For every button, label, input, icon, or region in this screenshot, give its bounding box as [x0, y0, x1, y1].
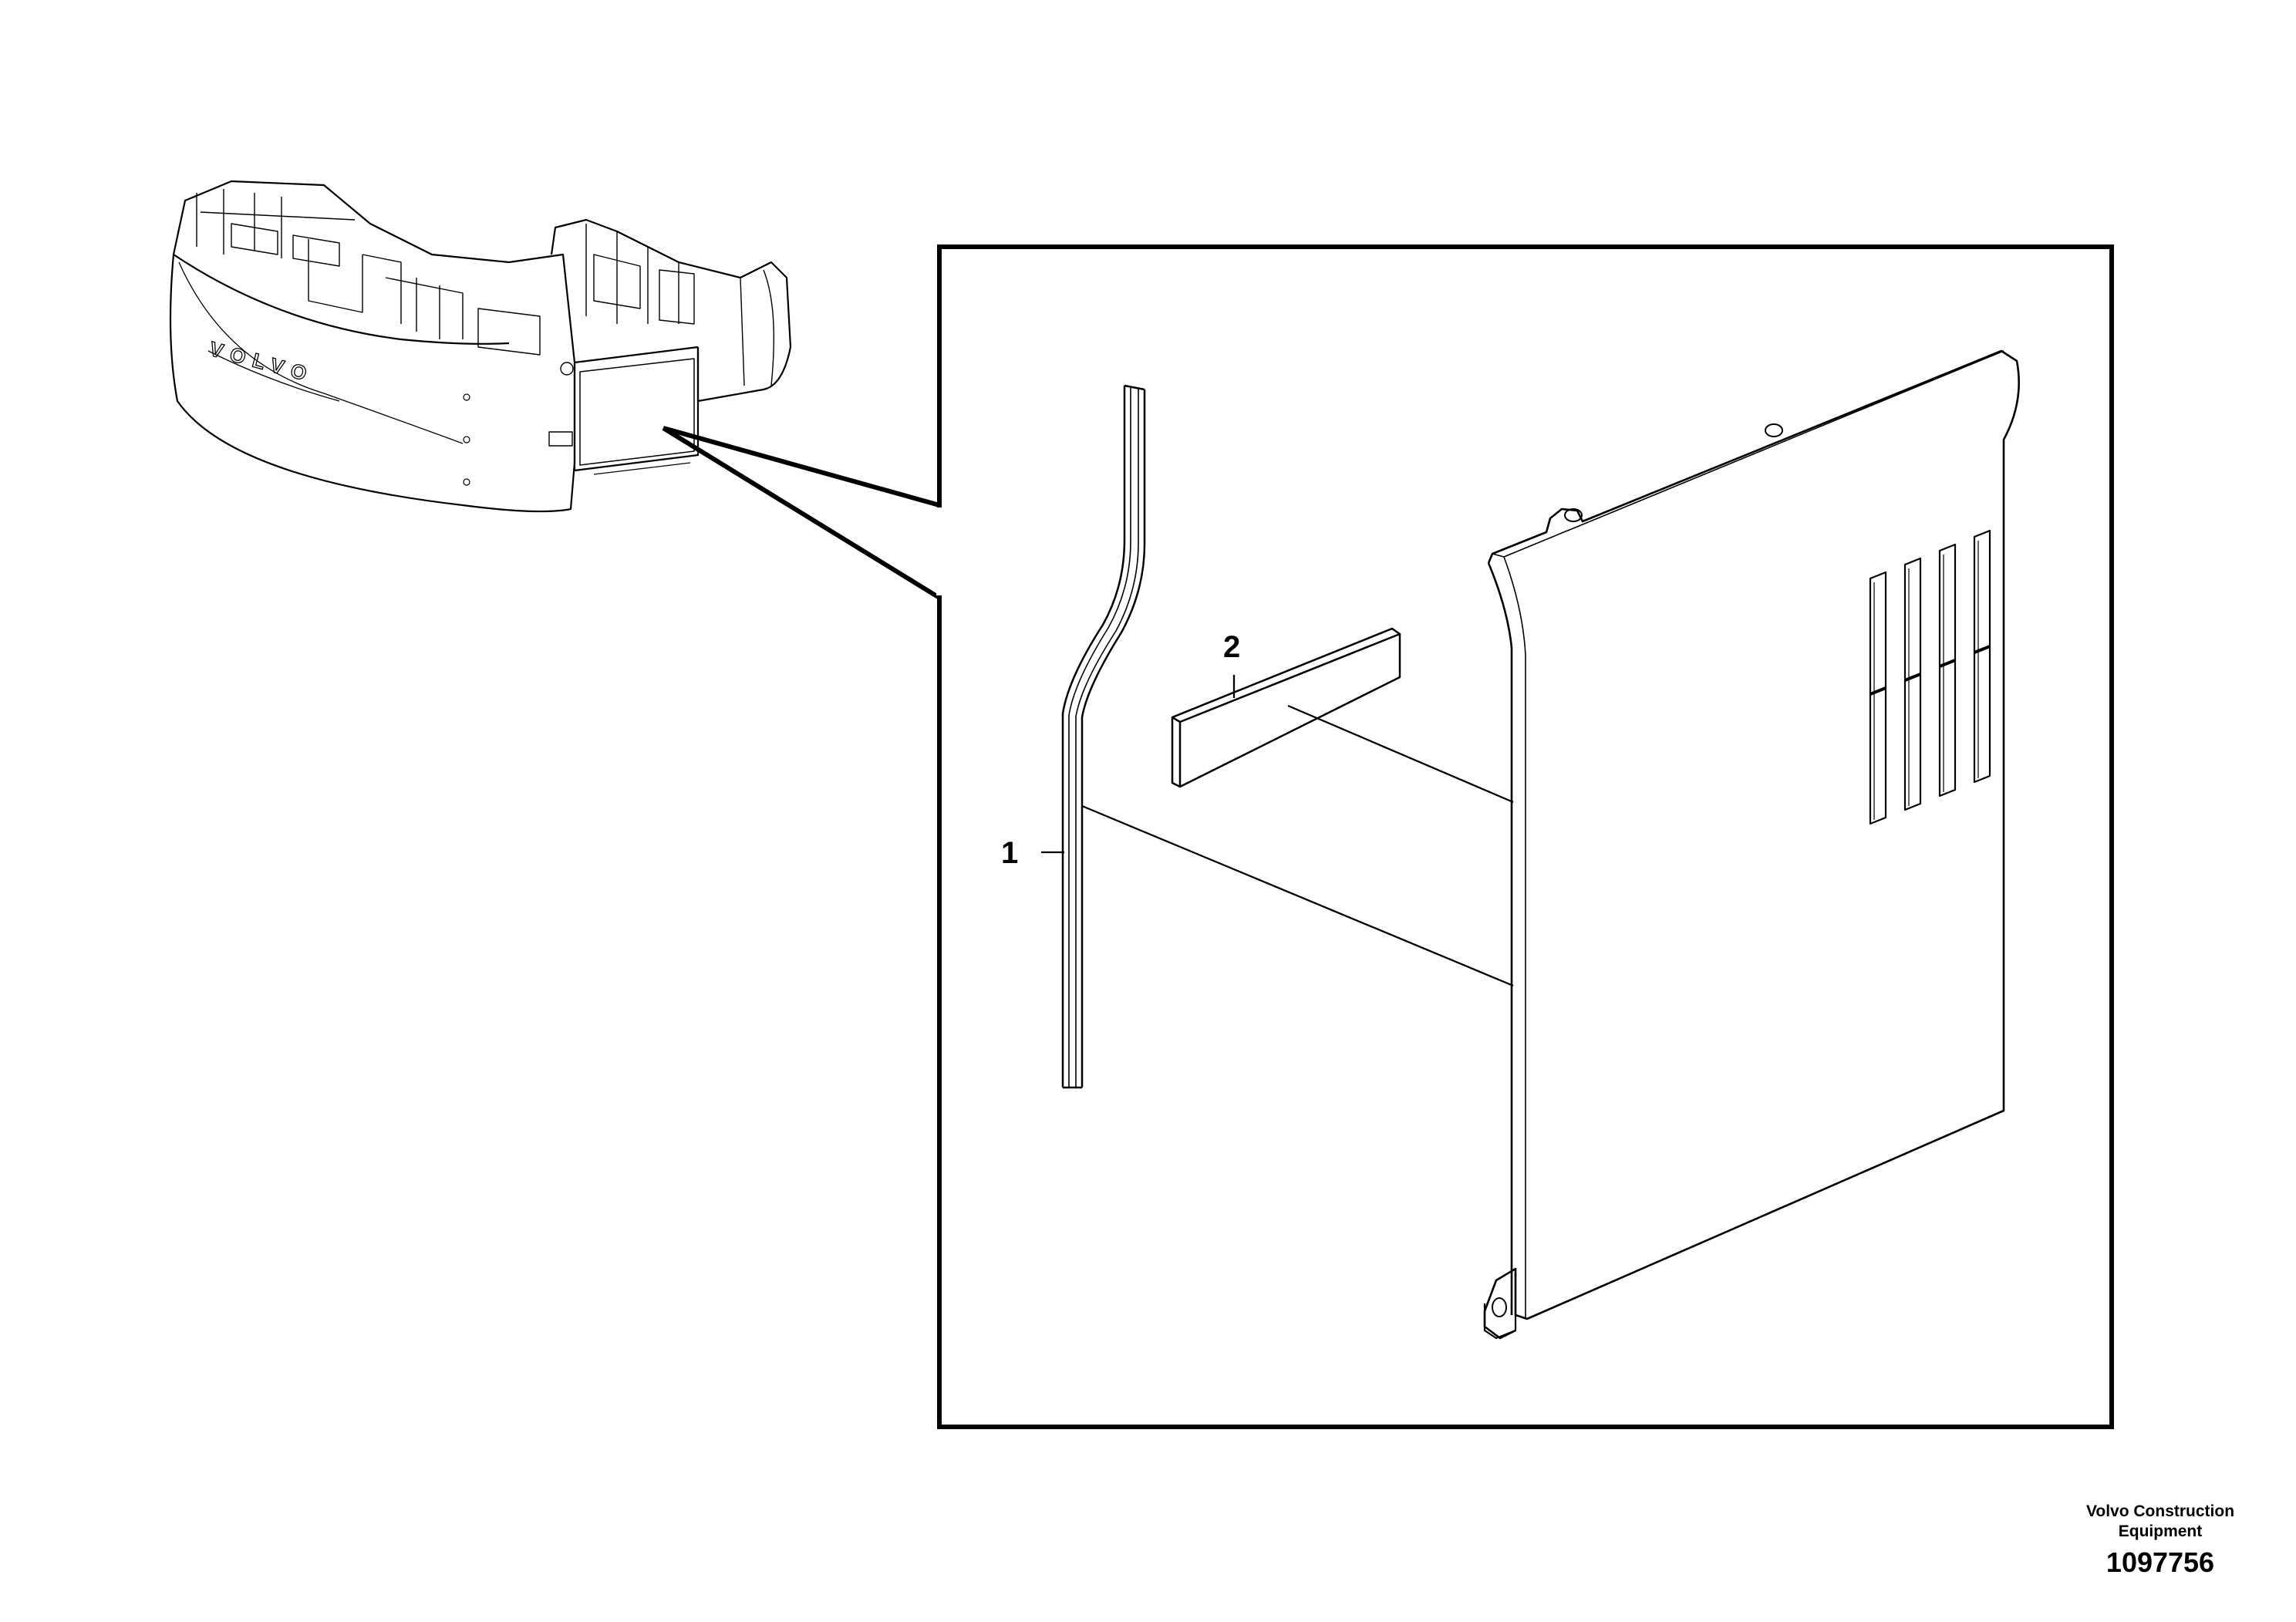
company-line-2: Equipment: [2118, 1523, 2203, 1540]
footer-brand-block: Volvo Construction Equipment 1097756: [2075, 1502, 2245, 1579]
company-line-1: Volvo Construction: [2085, 1502, 2235, 1520]
company-name: Volvo Construction Equipment: [2075, 1502, 2245, 1542]
machine-brand-lettering: VOLVO: [207, 337, 316, 387]
callout-leaders: [1041, 675, 1514, 987]
callout-2: 2: [1223, 630, 1240, 664]
vent-slots: [1869, 529, 1991, 825]
detail-frame: [937, 244, 2114, 1429]
zoom-leader-lines: [662, 426, 941, 600]
document-number: 1097756: [2106, 1546, 2215, 1578]
side-panel: [1483, 349, 2021, 1340]
part-1-seal-strip: [1061, 384, 1146, 1089]
callout-1: 1: [1001, 836, 1018, 870]
machine-overview: [169, 180, 792, 513]
part-2-pad: [1171, 627, 1401, 788]
